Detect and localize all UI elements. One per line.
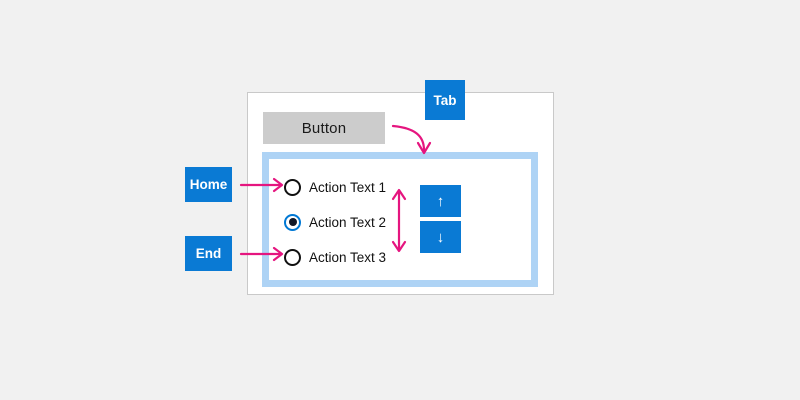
spinner-down-button[interactable]: ↓ — [420, 221, 461, 253]
radio-option-3[interactable]: Action Text 3 — [284, 242, 394, 272]
key-badge-tab: Tab — [425, 80, 465, 120]
radio-option-1[interactable]: Action Text 1 — [284, 172, 394, 202]
radio-option-label: Action Text 1 — [309, 179, 387, 195]
key-badge-label: Tab — [433, 92, 457, 108]
radio-group: Action Text 1 Action Text 2 Action Text … — [284, 172, 394, 272]
radio-option-label: Action Text 3 — [309, 249, 387, 265]
radio-option-label: Action Text 2 — [309, 214, 387, 230]
key-badge-home: Home — [185, 167, 232, 202]
button-control[interactable]: Button — [263, 112, 385, 144]
button-label: Button — [301, 119, 347, 137]
key-badge-end: End — [185, 236, 232, 271]
arrow-up-icon: ↑ — [436, 192, 445, 210]
spinner-button-group: ↑ ↓ — [420, 185, 461, 253]
radio-option-2[interactable]: Action Text 2 — [284, 207, 394, 237]
key-badge-label: Home — [189, 177, 228, 192]
arrow-down-icon: ↓ — [436, 228, 445, 246]
spinner-up-button[interactable]: ↑ — [420, 185, 461, 217]
radio-circle-icon[interactable] — [284, 178, 301, 196]
radio-circle-selected-icon[interactable] — [284, 213, 301, 231]
radio-circle-icon[interactable] — [284, 248, 301, 266]
key-badge-label: End — [195, 246, 222, 261]
